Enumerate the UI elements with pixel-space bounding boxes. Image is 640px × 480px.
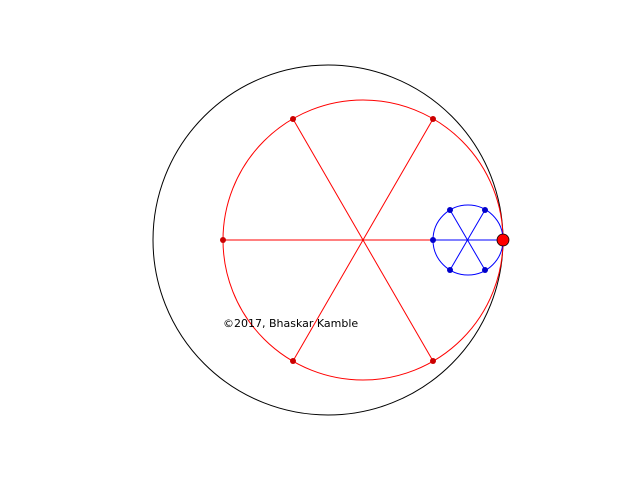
blue-dot-bottom-left — [447, 267, 453, 273]
red-dot-top-left — [290, 116, 296, 122]
blue-dot-top-right — [482, 207, 488, 213]
red-dot-bottom-right — [430, 358, 436, 364]
blue-dot-left — [430, 237, 436, 243]
blue-dot-bottom-right — [482, 267, 488, 273]
red-dot-top-right — [430, 116, 436, 122]
tangent-point — [496, 233, 510, 247]
red-spoke-diagonal-b — [292, 118, 434, 362]
red-dot-left — [220, 237, 226, 243]
copyright-text: ©2017, Bhaskar Kamble — [223, 317, 358, 330]
blue-dot-top-left — [447, 207, 453, 213]
blue-spoke-diagonal-b — [449, 209, 486, 271]
red-dot-bottom-left — [290, 358, 296, 364]
